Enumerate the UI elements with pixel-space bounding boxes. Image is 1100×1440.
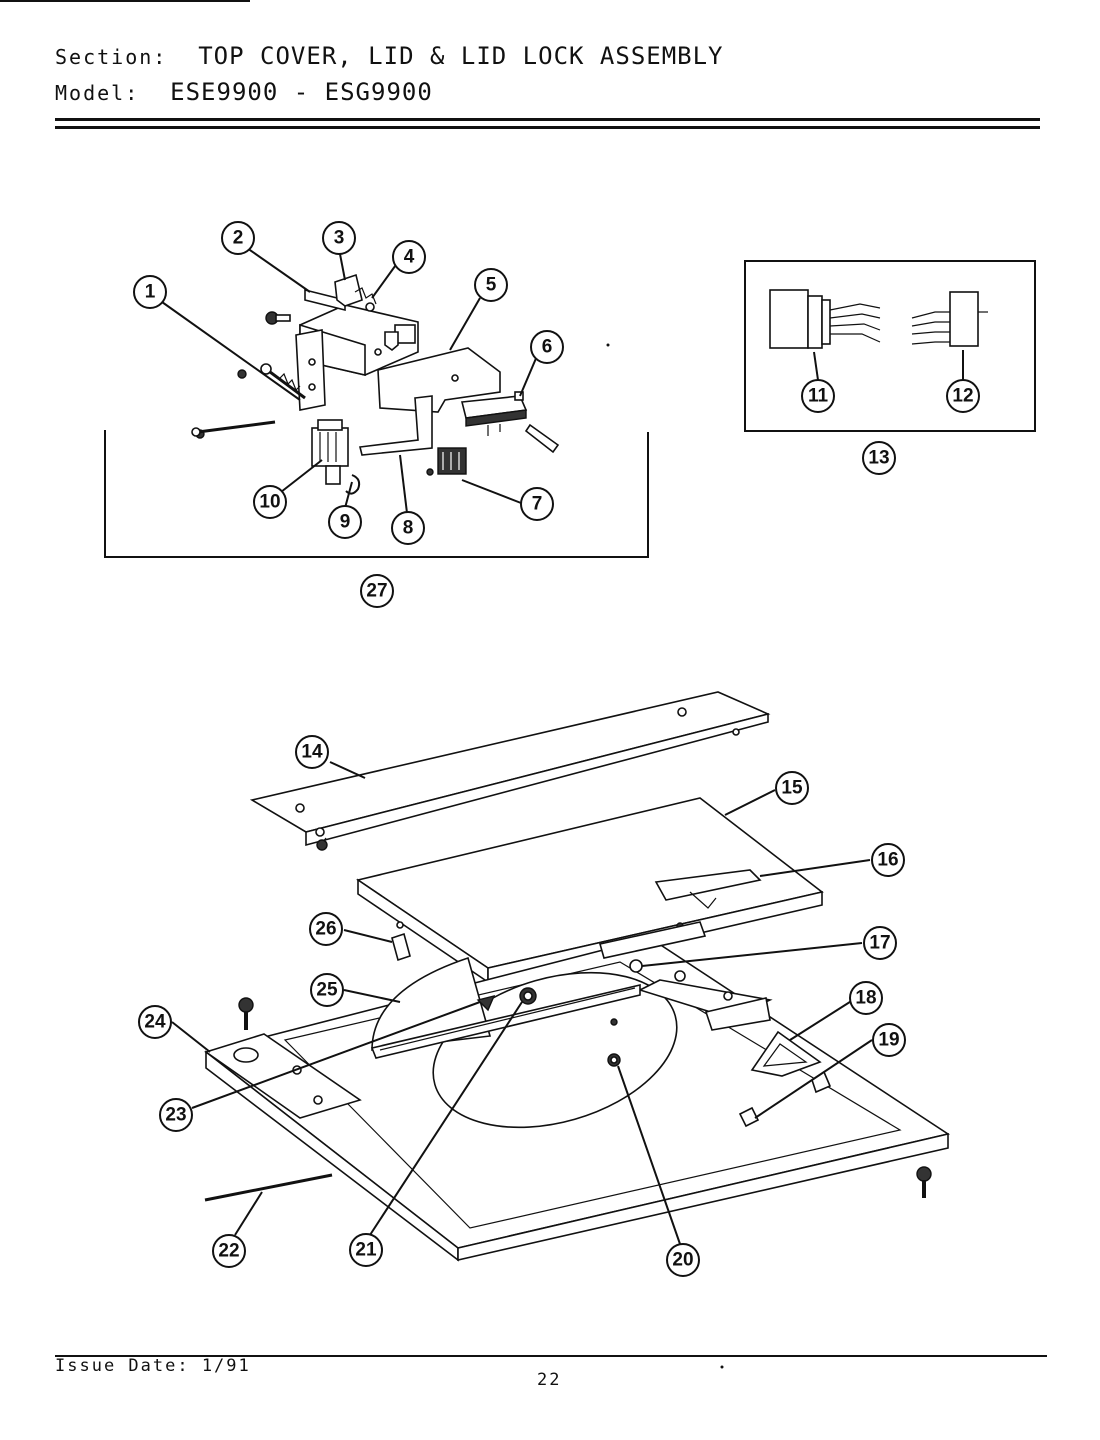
section-key: Section: (55, 45, 168, 69)
cover-leaders (171, 761, 873, 1245)
svg-text:16: 16 (877, 850, 898, 871)
callout-24: 24 (138, 1005, 172, 1039)
svg-text:7: 7 (532, 494, 543, 515)
section-value: TOP COVER, LID & LID LOCK ASSEMBLY (198, 42, 724, 70)
svg-text:26: 26 (315, 919, 336, 940)
footer-rule (55, 1355, 1047, 1357)
svg-text:19: 19 (878, 1030, 899, 1051)
svg-text:6: 6 (542, 337, 553, 358)
svg-text:17: 17 (869, 933, 890, 954)
lock-housing-drawing (295, 288, 419, 411)
svg-text:13: 13 (868, 448, 889, 469)
cover-screws-drawing (238, 997, 932, 1198)
callout-4: 4 (392, 240, 426, 274)
callout-21: 21 (349, 1233, 383, 1267)
svg-text:1: 1 (145, 282, 156, 303)
svg-text:24: 24 (144, 1012, 166, 1033)
svg-text:12: 12 (952, 386, 973, 407)
svg-text:20: 20 (672, 1250, 693, 1271)
callout-16: 16 (871, 843, 905, 877)
svg-text:18: 18 (855, 988, 876, 1009)
callout-15: 15 (775, 771, 809, 805)
hinge-rod-drawing (204, 1173, 333, 1202)
callout-25: 25 (310, 973, 344, 1007)
callout-20: 20 (666, 1243, 700, 1277)
lid-lock-assembly-bracket (104, 430, 649, 558)
callout-13: 13 (862, 441, 896, 475)
callout-3: 3 (322, 221, 356, 255)
model-key: Model: (55, 81, 140, 105)
svg-text:15: 15 (781, 778, 803, 799)
model-heading: Model: ESE9900 - ESG9900 (55, 78, 433, 106)
svg-text:23: 23 (165, 1105, 186, 1126)
rear-strip-drawing (249, 691, 771, 851)
callout-19: 19 (872, 1023, 906, 1057)
harness-plug-12-drawing (911, 291, 988, 347)
callout-22: 22 (212, 1234, 246, 1268)
header-rule-bottom (55, 126, 1040, 129)
svg-text:27: 27 (366, 581, 387, 602)
svg-text:4: 4 (404, 247, 415, 268)
callout-2: 2 (221, 221, 255, 255)
retaining-clip-drawing (345, 474, 361, 495)
terminal-lead-drawing (191, 420, 276, 437)
actuator-rod-drawing (260, 363, 306, 400)
svg-text:5: 5 (486, 275, 497, 296)
switch-drawing (461, 391, 560, 454)
callout-8: 8 (391, 511, 425, 545)
header-rule-top (55, 118, 1040, 121)
svg-text:3: 3 (334, 228, 345, 249)
top-edge-rule (0, 0, 250, 2)
callout-1: 1 (133, 275, 167, 309)
hardware-drawing (391, 921, 832, 1128)
hinge-shield-drawing (370, 956, 641, 1059)
strap-bracket-drawing (359, 395, 433, 456)
callout-6: 6 (530, 330, 564, 364)
callout-5: 5 (474, 268, 508, 302)
svg-text:8: 8 (403, 518, 414, 539)
callout-10: 10 (253, 485, 287, 519)
callout-12: 12 (946, 379, 980, 413)
issue-date: Issue Date: 1/91 (55, 1356, 251, 1376)
callout-27: 27 (360, 574, 394, 608)
svg-text:14: 14 (301, 742, 323, 763)
page-number: 22 (537, 1370, 562, 1390)
callout-26: 26 (309, 912, 343, 946)
top-assembly-leaders (161, 247, 538, 514)
svg-text:22: 22 (218, 1241, 239, 1262)
callout-18: 18 (849, 981, 883, 1015)
scan-dot (720, 1365, 724, 1369)
callout-23: 23 (159, 1098, 193, 1132)
callout-7: 7 (520, 487, 554, 521)
callout-17: 17 (863, 926, 897, 960)
harness-box (744, 260, 1036, 432)
solenoid-drawing (311, 419, 349, 485)
svg-text:9: 9 (340, 512, 351, 533)
callout-11: 11 (801, 379, 835, 413)
svg-text:2: 2 (233, 228, 244, 249)
connector-drawing (437, 447, 467, 475)
model-value: ESE9900 - ESG9900 (170, 78, 433, 106)
insulator-plate-drawing (377, 347, 501, 413)
callout-9: 9 (328, 505, 362, 539)
svg-text:25: 25 (316, 980, 338, 1001)
svg-text:11: 11 (808, 386, 829, 407)
svg-text:21: 21 (355, 1240, 377, 1261)
svg-text:10: 10 (259, 492, 280, 513)
callout-14: 14 (295, 735, 329, 769)
section-heading: Section: TOP COVER, LID & LID LOCK ASSEM… (55, 42, 724, 70)
scan-dot (606, 343, 610, 347)
harness-plug-11-drawing (769, 289, 881, 349)
